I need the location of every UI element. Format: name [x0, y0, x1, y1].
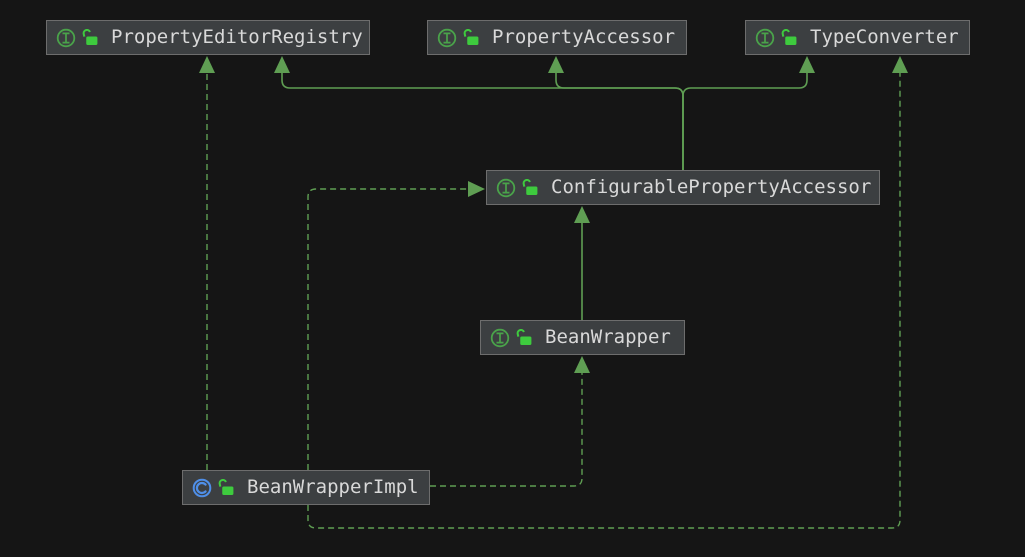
public-unlocked-lock-icon: [218, 479, 234, 495]
edge-ConfigurablePropertyAccessor-extends-TypeConverter[interactable]: [682, 73, 808, 170]
interface-icon: [437, 28, 457, 47]
node-label-BeanWrapper: BeanWrapper: [545, 326, 671, 348]
arrowhead-BeanWrapper-ConfigurablePropertyAccessor: [574, 206, 590, 223]
node-TypeConverter[interactable]: TypeConverter: [745, 20, 970, 55]
node-PropertyEditorRegistry[interactable]: PropertyEditorRegistry: [46, 20, 370, 55]
node-label-TypeConverter: TypeConverter: [810, 26, 959, 48]
node-PropertyAccessor[interactable]: PropertyAccessor: [427, 20, 687, 55]
public-unlocked-lock-icon: [516, 329, 532, 345]
public-unlocked-lock-icon: [82, 29, 98, 45]
edge-BeanWrapperImpl-implements-BeanWrapper[interactable]: [430, 373, 583, 487]
node-BeanWrapper[interactable]: BeanWrapper: [480, 320, 685, 355]
node-BeanWrapperImpl[interactable]: BeanWrapperImpl: [182, 470, 430, 505]
interface-icon: [490, 328, 510, 347]
public-unlocked-lock-icon: [781, 29, 797, 45]
arrowhead-ConfigurablePropertyAccessor-PropertyEditorRegistry: [274, 56, 290, 73]
interface-icon: [755, 28, 775, 47]
arrowhead-BeanWrapperImpl-PropertyEditorRegistry: [199, 56, 215, 73]
edge-BeanWrapperImpl-implements-ConfigurablePropertyAccessor[interactable]: [307, 188, 468, 470]
node-label-ConfigurablePropertyAccessor: ConfigurablePropertyAccessor: [551, 176, 872, 198]
arrowhead-BeanWrapperImpl-TypeConverter: [892, 56, 908, 73]
interface-icon: [496, 178, 516, 197]
node-label-PropertyAccessor: PropertyAccessor: [492, 26, 676, 48]
node-ConfigurablePropertyAccessor[interactable]: ConfigurablePropertyAccessor: [486, 170, 880, 205]
edge-BeanWrapperImpl-implements-TypeConverter[interactable]: [307, 73, 901, 529]
public-unlocked-lock-icon: [522, 179, 538, 195]
public-unlocked-lock-icon: [463, 29, 479, 45]
arrowhead-ConfigurablePropertyAccessor-PropertyAccessor: [548, 56, 564, 73]
node-label-PropertyEditorRegistry: PropertyEditorRegistry: [111, 26, 363, 48]
class-icon: [192, 478, 212, 497]
node-label-BeanWrapperImpl: BeanWrapperImpl: [247, 476, 419, 498]
arrowhead-ConfigurablePropertyAccessor-TypeConverter: [799, 56, 815, 73]
arrowhead-BeanWrapperImpl-ConfigurablePropertyAccessor: [468, 181, 485, 197]
edge-ConfigurablePropertyAccessor-extends-PropertyAccessor[interactable]: [555, 73, 684, 170]
interface-icon: [56, 28, 76, 47]
arrowhead-BeanWrapperImpl-BeanWrapper: [574, 356, 590, 373]
